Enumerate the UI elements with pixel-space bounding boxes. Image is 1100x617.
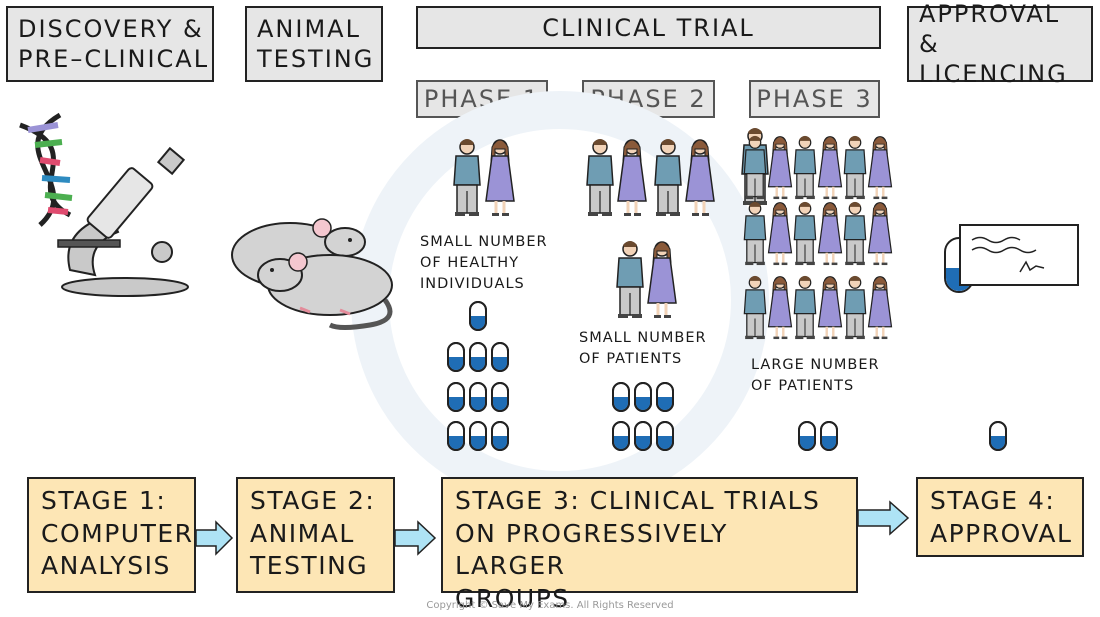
mice-icon <box>231 218 393 330</box>
phase-3-label: PHASE 3 <box>749 80 880 118</box>
capsule-icons-phase-3 <box>798 421 838 451</box>
arrow-stage-2-to-3 <box>394 520 437 556</box>
phase-3-note: LARGE NUMBER OF PATIENTS <box>751 357 880 395</box>
stage-4-box: STAGE 4: APPROVAL <box>916 477 1084 557</box>
person-woman-icon <box>484 138 516 218</box>
header-clinical-trial: CLINICAL TRIAL <box>416 6 881 49</box>
capsule-icons-phase-2 <box>612 382 674 451</box>
arrow-stage-1-to-2 <box>195 520 234 556</box>
arrow-stage-3-to-4 <box>857 500 910 536</box>
copyright-notice: Copyright © Save My Exams. All Rights Re… <box>426 600 674 611</box>
stage-1-box: STAGE 1: COMPUTER ANALYSIS <box>27 477 196 593</box>
capsule-icon-approval <box>989 421 1007 451</box>
header-discovery: DISCOVERY & PRE–CLINICAL <box>6 6 214 82</box>
microscope-icon <box>57 146 189 297</box>
stage-3-box: STAGE 3: CLINICAL TRIALS ON PROGRESSIVEL… <box>441 477 858 613</box>
phase-1-note: SMALL NUMBER OF HEALTHY INDIVIDUALS <box>420 234 548 293</box>
header-animal-testing: ANIMAL TESTING <box>245 6 383 82</box>
licence-document-icon <box>944 224 1079 293</box>
phase-2-note: SMALL NUMBER OF PATIENTS <box>579 330 707 368</box>
capsule-icons-phase-1 <box>447 301 509 451</box>
stage-2-box: STAGE 2: ANIMAL TESTING <box>236 477 395 593</box>
header-approval: APPROVAL & LICENCING <box>907 0 1093 88</box>
dna-icon <box>19 112 73 227</box>
